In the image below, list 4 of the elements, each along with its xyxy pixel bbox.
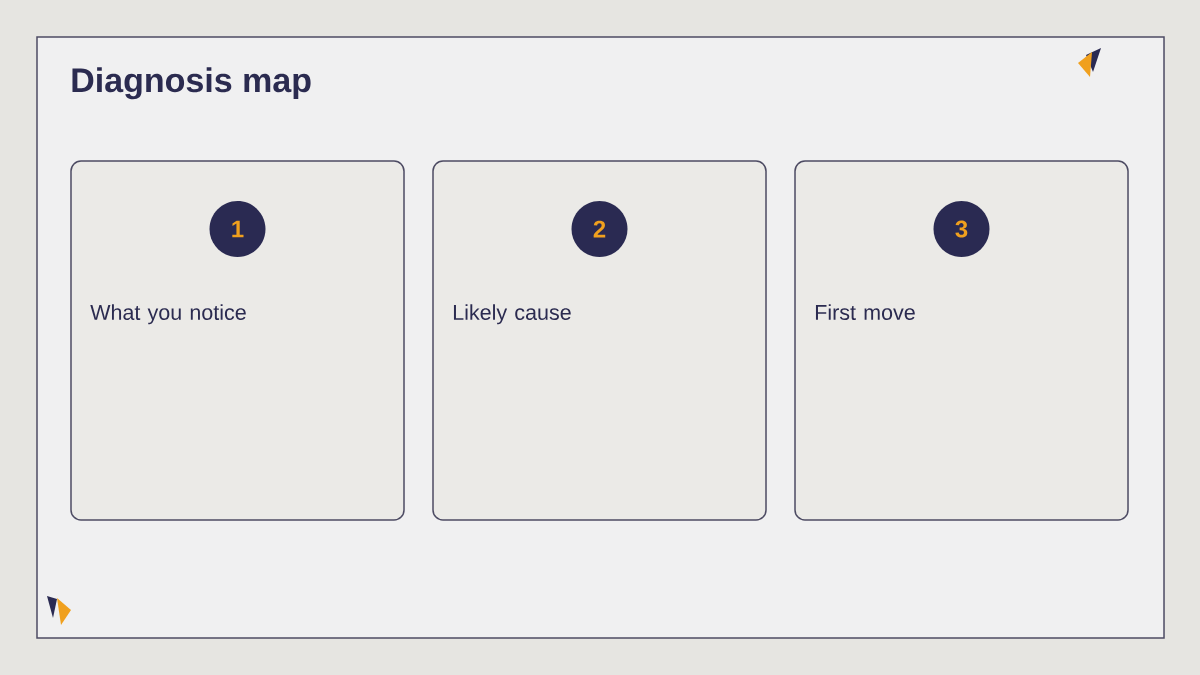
title: Diagnosis map (72, 67, 311, 100)
number-badge: 2 (571, 201, 628, 257)
number-badge: 1 (209, 201, 266, 257)
number-badge: 3 (933, 201, 990, 257)
